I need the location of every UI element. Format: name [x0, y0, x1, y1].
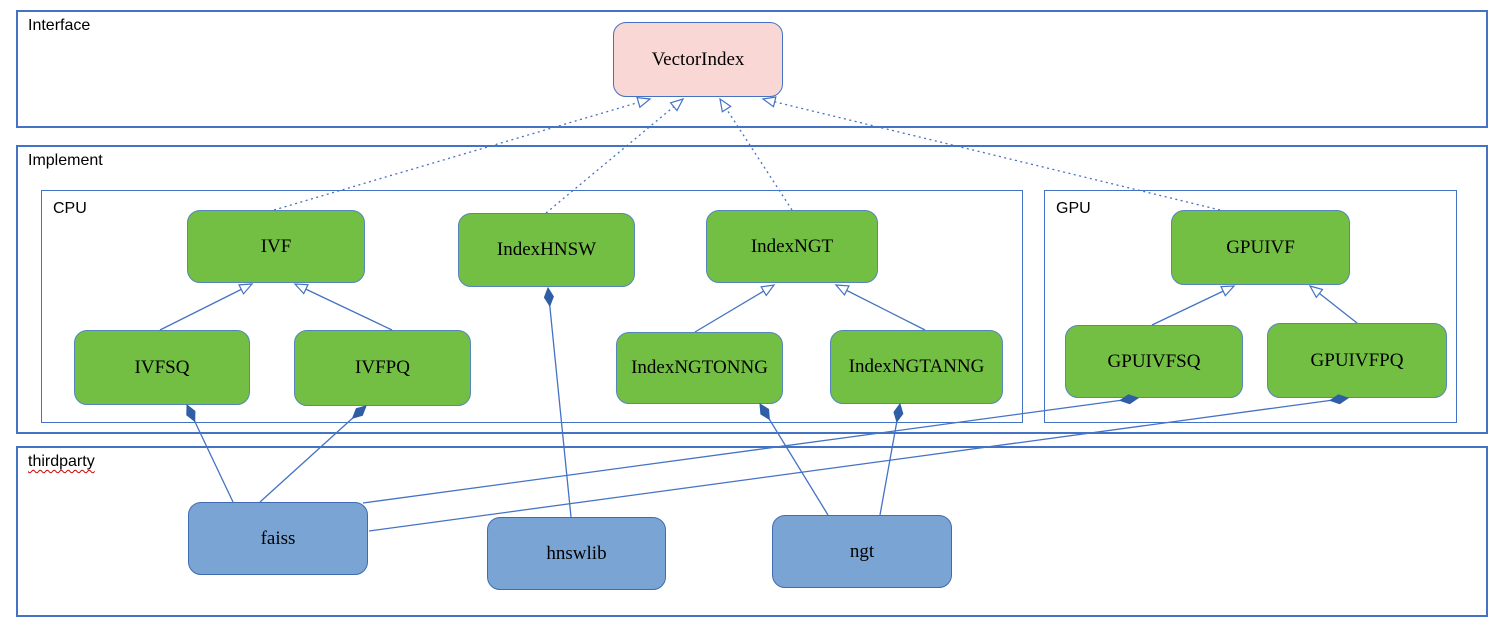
node-faiss: faiss: [188, 502, 368, 575]
node-indexngtanng: IndexNGTANNG: [830, 330, 1003, 404]
node-hnswlib: hnswlib: [487, 517, 666, 590]
node-indexngtonng-label: IndexNGTONNG: [631, 357, 768, 378]
node-ivfpq-label: IVFPQ: [355, 357, 410, 378]
node-gpuivf-label: GPUIVF: [1226, 236, 1295, 258]
node-faiss-label: faiss: [260, 527, 296, 549]
node-ivf-label: IVF: [260, 235, 292, 257]
node-gpuivfpq-label: GPUIVFPQ: [1310, 349, 1404, 371]
node-ivfsq: IVFSQ: [74, 330, 250, 405]
thirdparty-container-label: thirdparty: [28, 453, 95, 470]
node-indexngt-label: IndexNGT: [750, 235, 834, 257]
node-indexngt: IndexNGT: [706, 210, 878, 283]
node-ngt-label: ngt: [849, 540, 875, 562]
node-ivf: IVF: [187, 210, 365, 283]
node-gpuivfpq: GPUIVFPQ: [1267, 323, 1447, 398]
gpu-container-label: GPU: [1056, 200, 1091, 217]
node-indexngtonng: IndexNGTONNG: [616, 332, 783, 404]
node-hnswlib-label: hnswlib: [546, 542, 607, 564]
node-vectorindex-label: VectorIndex: [651, 48, 745, 70]
node-ngt: ngt: [772, 515, 952, 588]
node-ivfpq: IVFPQ: [294, 330, 471, 406]
node-gpuivf: GPUIVF: [1171, 210, 1350, 285]
node-gpuivfsq-label: GPUIVFSQ: [1107, 350, 1201, 372]
node-vectorindex: VectorIndex: [613, 22, 783, 97]
node-indexhnsw-label: IndexHNSW: [496, 239, 597, 260]
node-indexngtanng-label: IndexNGTANNG: [848, 356, 985, 377]
node-indexhnsw: IndexHNSW: [458, 213, 635, 287]
node-ivfsq-label: IVFSQ: [134, 356, 190, 378]
implement-container-label: Implement: [28, 152, 103, 169]
cpu-container-label: CPU: [53, 200, 87, 217]
interface-container-label: Interface: [28, 17, 91, 34]
node-gpuivfsq: GPUIVFSQ: [1065, 325, 1243, 398]
